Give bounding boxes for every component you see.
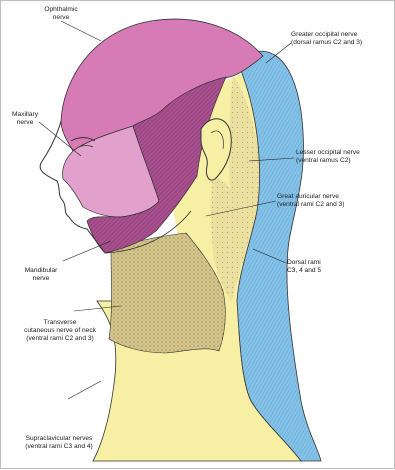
label-mandibular-nerve: Mandibular nerve	[13, 267, 69, 283]
label-lesser-occipital-nerve: Lesser occipital nerve (ventral ramus C2…	[296, 149, 392, 165]
label-dorsal-rami: Dorsal rami C3, 4 and 5	[287, 259, 357, 275]
label-ophthalmic-nerve: Ophthalmic nerve	[33, 6, 89, 22]
label-great-auricular-nerve: Great auricular nerve (ventral rami C2 a…	[277, 193, 387, 209]
label-supraclavicular-nerves: Supraclavicular nerves (ventral rami C3 …	[9, 435, 109, 451]
label-greater-occipital-nerve: Greater occipital nerve (dorsal ramus C2…	[291, 31, 391, 47]
label-transverse-cervical-nerve: Transverse cutaneous nerve of neck (vent…	[13, 319, 107, 343]
label-maxillary-nerve: Maxillary nerve	[5, 111, 45, 127]
